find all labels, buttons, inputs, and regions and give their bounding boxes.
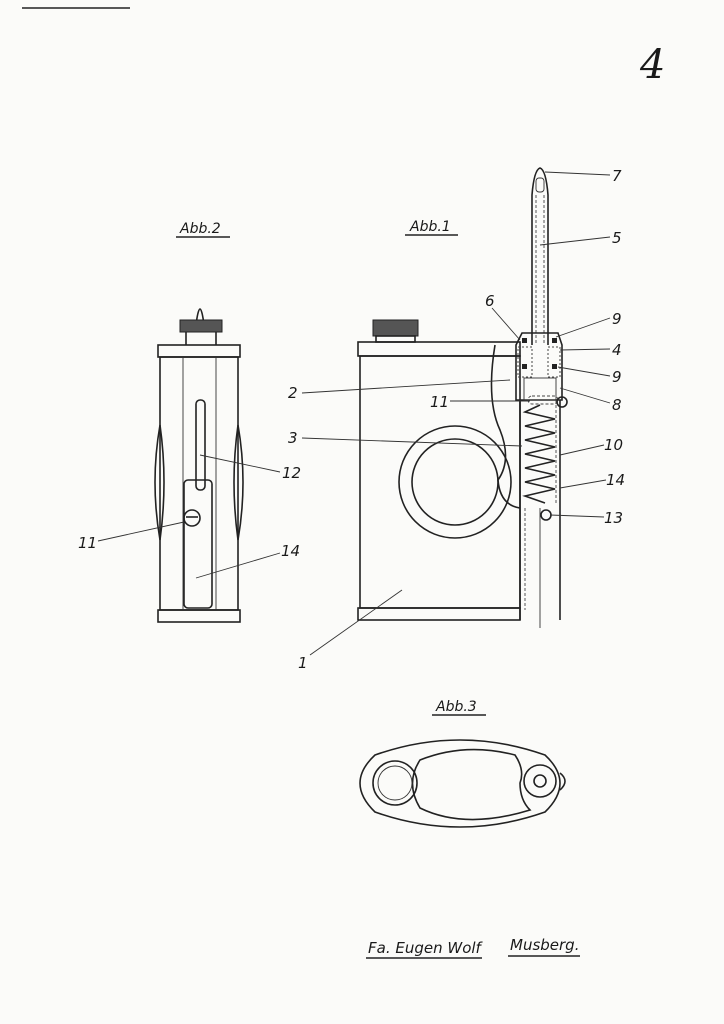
label-14: 14 xyxy=(281,542,300,560)
label-9a: 9 xyxy=(612,310,622,328)
label-12: 12 xyxy=(282,464,301,482)
label-2: 2 xyxy=(288,384,298,402)
label-3: 3 xyxy=(288,429,298,447)
figure-abb3: Abb.3 xyxy=(359,699,566,828)
label-11: 11 xyxy=(430,393,449,411)
abb3-title: Abb.3 xyxy=(435,699,477,715)
signature: Fa. Eugen Wolf Musberg. xyxy=(366,936,580,959)
page-number: 4 xyxy=(639,42,665,88)
label-11: 11 xyxy=(78,534,97,552)
label-4: 4 xyxy=(612,341,622,359)
label-7: 7 xyxy=(612,167,622,185)
signature-company: Fa. Eugen Wolf xyxy=(368,939,484,957)
label-1: 1 xyxy=(298,654,308,672)
label-6: 6 xyxy=(485,292,495,310)
label-10: 10 xyxy=(604,436,623,454)
label-9b: 9 xyxy=(612,368,622,386)
signature-place: Musberg. xyxy=(510,936,579,954)
label-13: 13 xyxy=(604,509,623,527)
label-14: 14 xyxy=(606,471,625,489)
figure-abb2: Abb.2 12 11 14 xyxy=(78,221,301,623)
label-8: 8 xyxy=(612,396,622,414)
abb2-title: Abb.2 xyxy=(179,221,221,237)
label-5: 5 xyxy=(612,229,622,247)
abb1-title: Abb.1 xyxy=(409,219,451,235)
figure-abb1: Abb.1 7 xyxy=(288,167,625,672)
